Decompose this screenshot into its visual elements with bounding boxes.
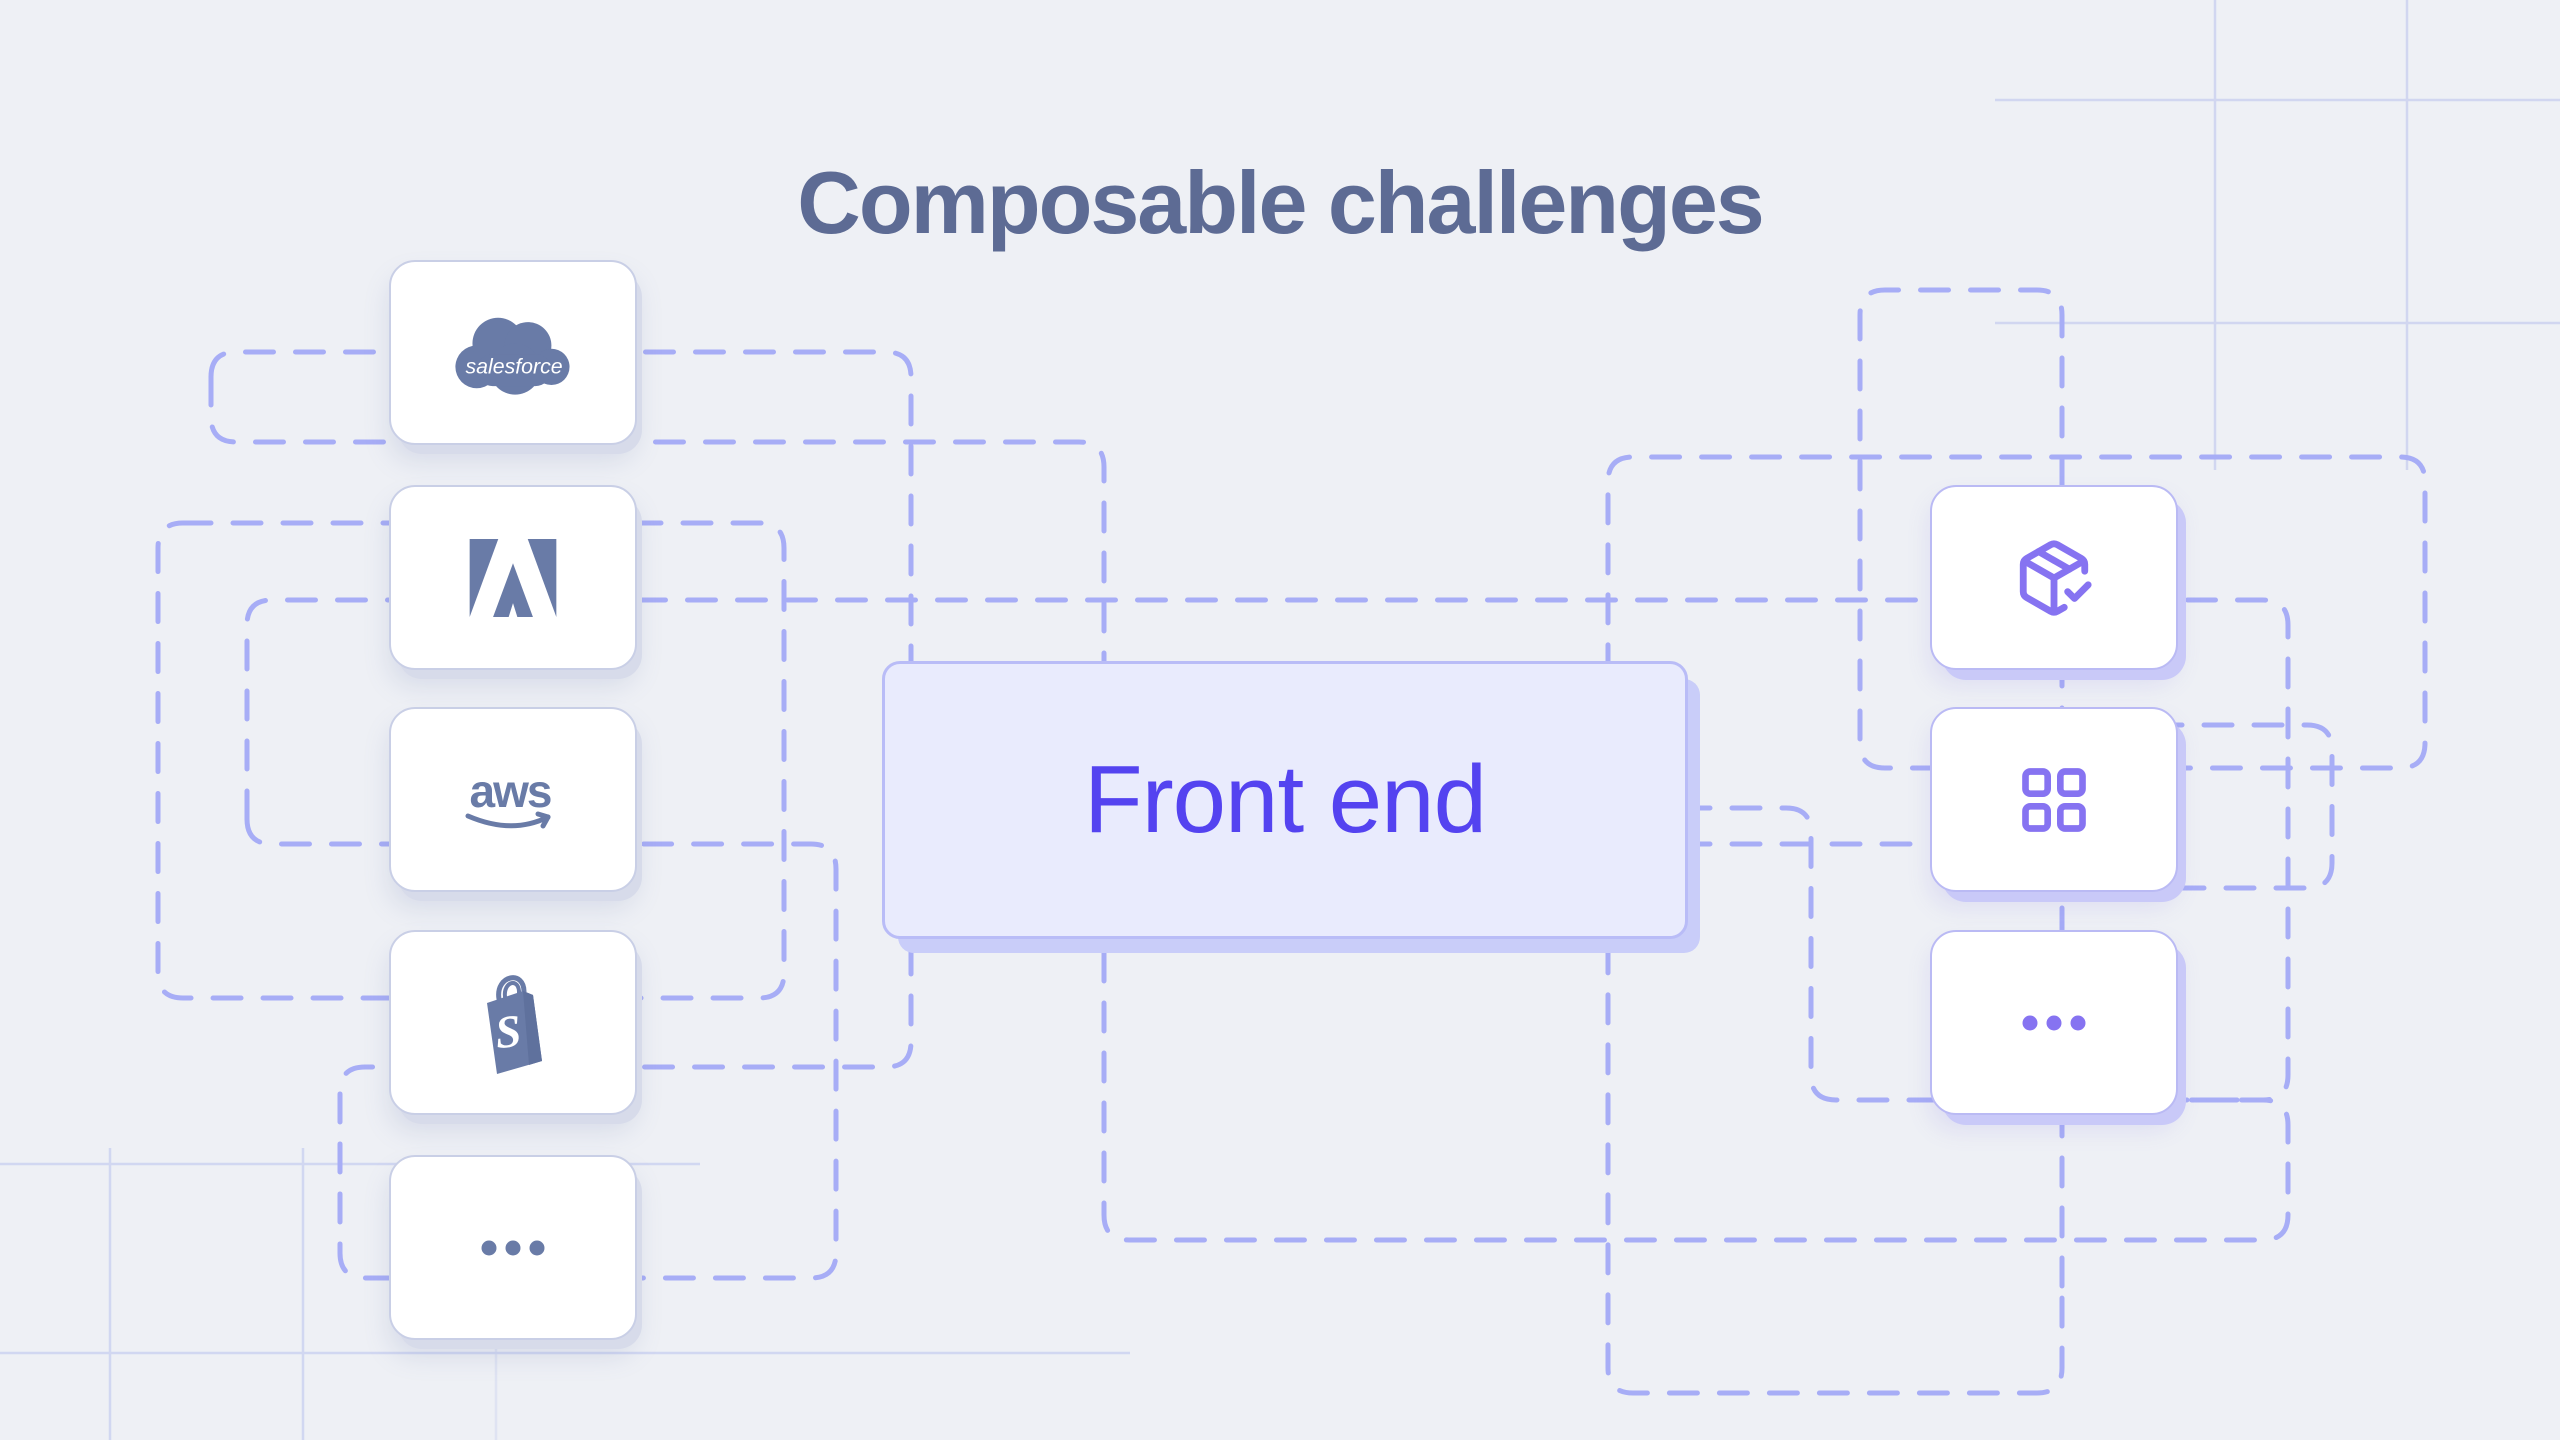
card-more-components [1930,930,2178,1115]
card-more-services [389,1155,637,1340]
card-salesforce: salesforce [389,260,637,445]
aws-wordmark: aws [470,765,551,817]
layout-grid-icon [2022,767,2086,832]
ellipsis-icon [481,1240,545,1255]
dashed-connectors [155,287,2428,1396]
adobe-logo-icon [469,538,557,617]
salesforce-logo-icon: salesforce [455,317,570,395]
card-shopify: S [389,930,637,1115]
card-layout-grid [1930,707,2178,892]
card-aws: aws [389,707,637,892]
front-end-node: Front end [882,661,1688,939]
card-adobe [389,485,637,670]
aws-logo-icon: aws [465,765,553,828]
ellipsis-icon [2022,1015,2086,1030]
package-check-icon [2019,539,2092,616]
page-title: Composable challenges [797,153,1764,252]
background-grid-top-right [1995,0,2560,470]
front-end-label: Front end [1084,746,1487,853]
shopify-logo-icon: S [487,974,542,1074]
salesforce-wordmark: salesforce [465,354,562,378]
card-package-check [1930,485,2178,670]
shopify-monogram: S [493,1004,524,1057]
